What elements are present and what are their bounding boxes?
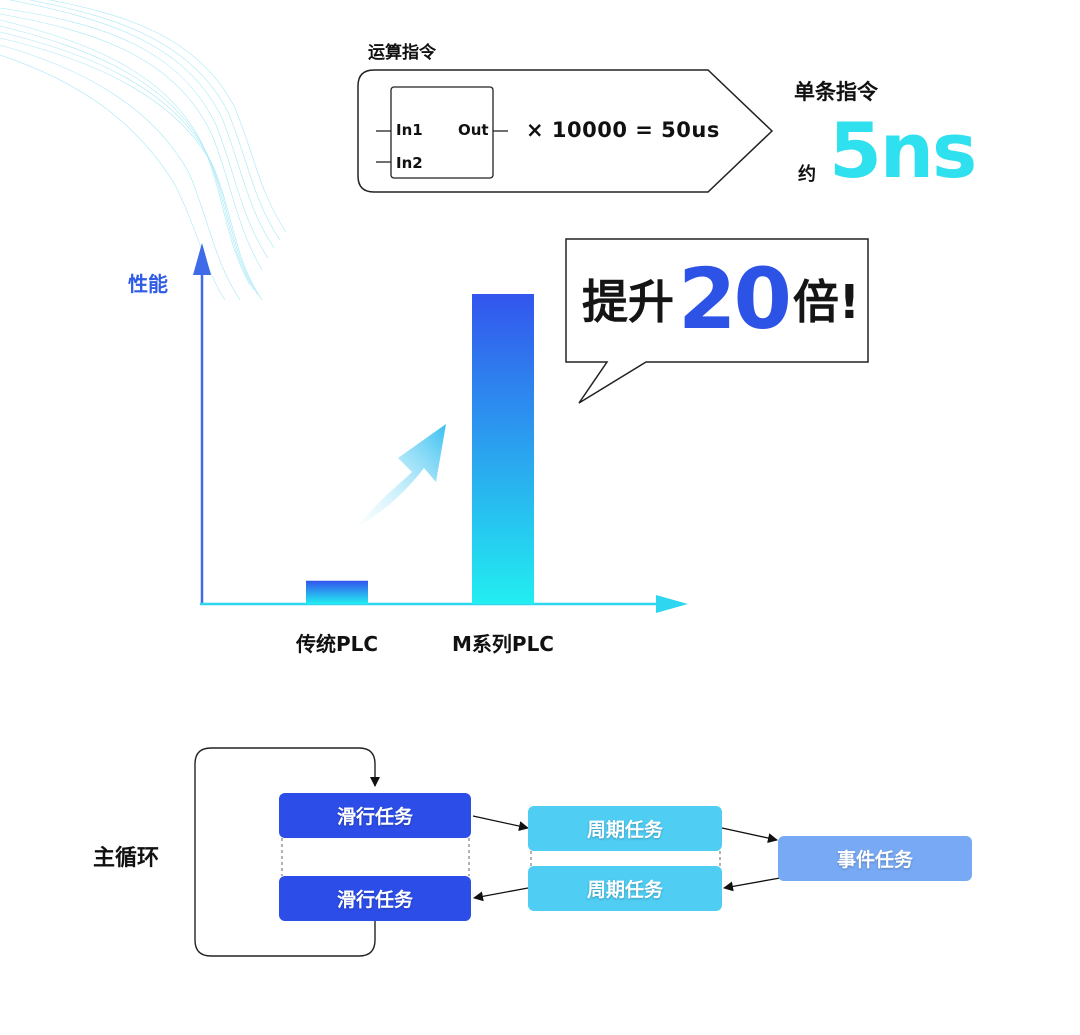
output-out-label: Out xyxy=(458,121,489,139)
input-in2-label: In2 xyxy=(396,154,423,172)
task-cycle-bottom: 周期任务 xyxy=(528,866,722,911)
main-loop-frame xyxy=(194,747,380,957)
ns-value: 5ns xyxy=(829,106,977,195)
main-loop-label: 主循环 xyxy=(93,846,160,871)
category-label-traditional-plc: 传统PLC xyxy=(295,632,379,656)
formula-text: × 10000 = 50us xyxy=(526,118,720,142)
single-instruction-label: 单条指令 xyxy=(794,80,878,104)
x-axis-arrow-icon xyxy=(656,595,688,613)
y-axis-arrow-icon xyxy=(193,243,211,275)
input-in1-label: In1 xyxy=(396,121,423,139)
callout-prefix: 提升 xyxy=(582,275,674,329)
bar-traditional-plc xyxy=(306,580,368,604)
category-label-m-series-plc: M系列PLC xyxy=(452,632,554,656)
decorative-wave-pattern xyxy=(0,0,287,300)
flow-arrow xyxy=(721,827,778,843)
task-event: 事件任务 xyxy=(778,836,972,881)
instruction-title: 运算指令 xyxy=(368,43,436,63)
performance-chart xyxy=(193,238,869,613)
function-block xyxy=(390,86,494,179)
task-slide-top: 滑行任务 xyxy=(279,793,471,838)
y-axis-label: 性能 xyxy=(128,272,168,296)
callout-bubble xyxy=(565,238,869,404)
approx-label: 约 xyxy=(798,164,816,185)
instruction-diagram xyxy=(357,69,774,193)
task-slide-bottom: 滑行任务 xyxy=(279,876,471,921)
bar-m-series-plc xyxy=(472,294,534,604)
flow-arrow xyxy=(472,815,529,831)
callout-suffix: 倍! xyxy=(792,275,860,329)
growth-arrow-icon xyxy=(356,424,446,528)
flow-arrow xyxy=(473,887,529,902)
flow-arrow xyxy=(723,877,781,892)
callout-number: 20 xyxy=(678,250,792,348)
callout-text: 提升 20 倍! xyxy=(582,254,860,344)
task-cycle-top: 周期任务 xyxy=(528,806,722,851)
